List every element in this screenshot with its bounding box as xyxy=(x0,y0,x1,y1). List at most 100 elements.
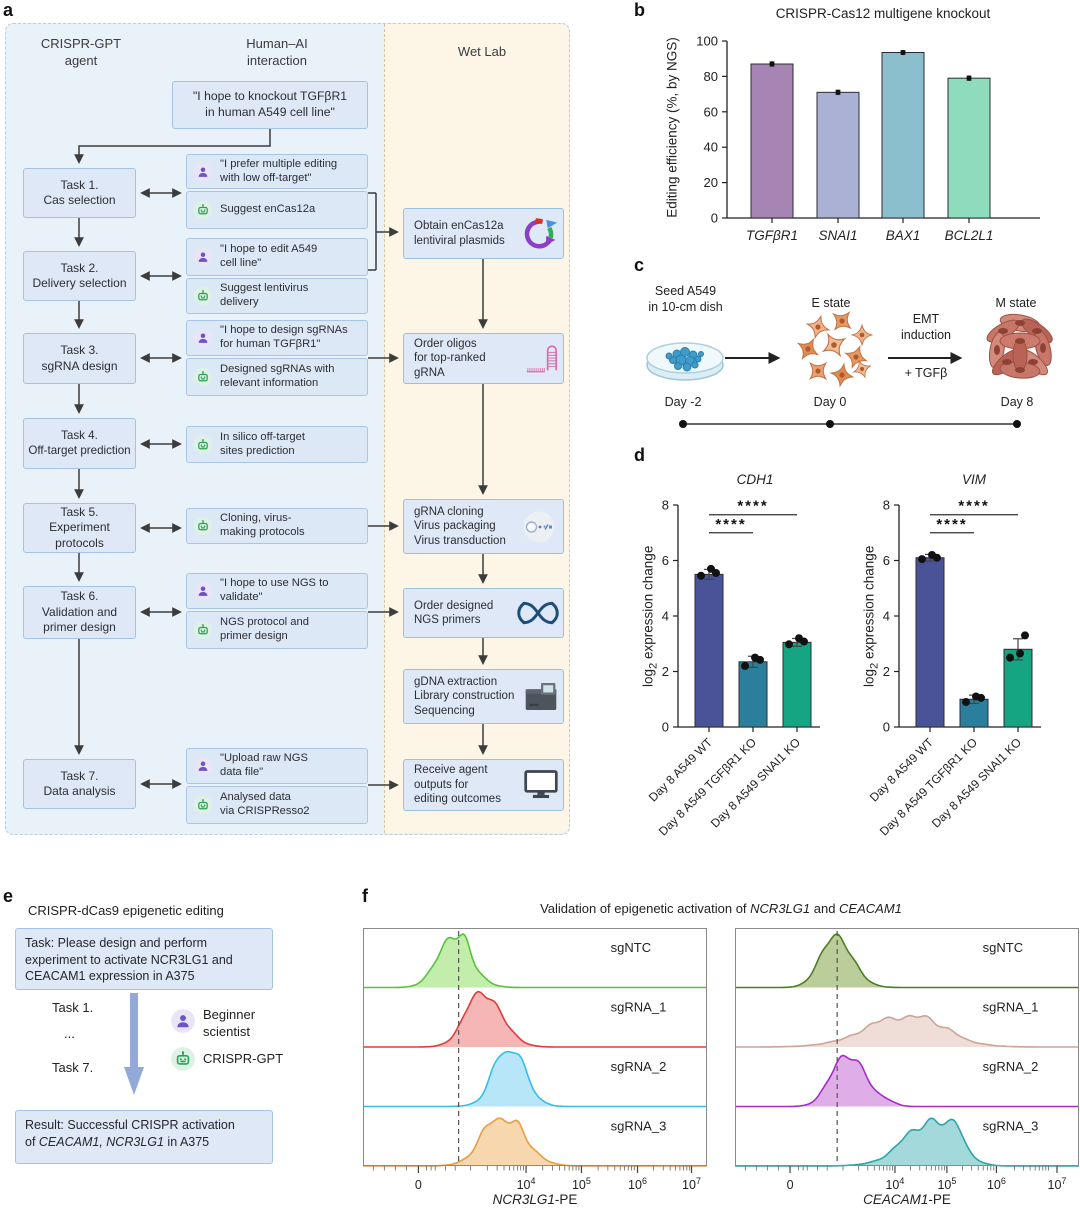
column-header-wetlab: Wet Lab xyxy=(457,44,507,59)
x-axis-label-ceacam1: CEACAM1-PE xyxy=(863,1192,951,1207)
svg-text:0: 0 xyxy=(415,1178,422,1192)
svg-text:Day 8 A549 SNAI1 KO: Day 8 A549 SNAI1 KO xyxy=(929,735,1024,830)
wetlab-box-outputs: Receive agent outputs for editing outcom… xyxy=(403,759,564,811)
dialog-2-agent: Suggest lentivirus delivery xyxy=(186,278,368,314)
svg-text:****: **** xyxy=(936,516,967,533)
svg-text:40: 40 xyxy=(704,140,718,155)
svg-text:****: **** xyxy=(715,516,746,533)
task-1-step: Task 1. xyxy=(52,1000,94,1015)
panel-d-label: d xyxy=(634,445,645,465)
svg-text:TGFβR1: TGFβR1 xyxy=(746,228,798,243)
svg-text:4: 4 xyxy=(662,609,669,624)
dialog-1-agent: Suggest enCas12a xyxy=(186,191,368,229)
wetlab-box-plasmids: Obtain enCas12a lentiviral plasmids xyxy=(403,208,564,259)
grna-hairpin-icon xyxy=(526,344,558,372)
user-icon xyxy=(193,328,213,348)
svg-text:60: 60 xyxy=(704,104,718,119)
svg-text:sgRNA_2: sgRNA_2 xyxy=(611,1059,667,1074)
panel-f-title: Validation of epigenetic activation of N… xyxy=(540,901,902,916)
monitor-icon xyxy=(524,770,558,799)
panel-b-label: b xyxy=(634,0,645,20)
panel-a-flowchart: CRISPR-GPT agent Human–AI interaction We… xyxy=(5,23,570,835)
task-6-box: Task 6. Validation and primer design xyxy=(23,586,136,639)
svg-text:105: 105 xyxy=(937,1176,956,1192)
svg-text:0: 0 xyxy=(787,1178,794,1192)
svg-text:100: 100 xyxy=(696,34,718,49)
sequencer-icon xyxy=(525,683,557,710)
dialog-7-user: "Upload raw NGS data file" xyxy=(186,748,368,784)
crispr-gpt-icon xyxy=(170,1046,196,1072)
panel-e-label: e xyxy=(3,886,14,906)
svg-text:4: 4 xyxy=(883,609,890,624)
dna-icon xyxy=(517,601,559,625)
user-goal-box: "I hope to knockout TGFβR1 in human A549… xyxy=(172,81,368,129)
task-5-box: Task 5. Experiment protocols xyxy=(23,503,136,553)
svg-text:SNAI1: SNAI1 xyxy=(818,228,857,243)
svg-text:106: 106 xyxy=(987,1176,1006,1192)
bar-chart-editing-efficiency: CRISPR-Cas12 multigene knockout Editing … xyxy=(640,4,1080,250)
robot-icon xyxy=(193,435,213,455)
svg-text:104: 104 xyxy=(517,1176,536,1192)
wetlab-box-sequencing: gDNA extraction Library construction Seq… xyxy=(403,669,564,724)
user-icon xyxy=(193,162,213,182)
svg-text:sgRNA_3: sgRNA_3 xyxy=(983,1119,1039,1134)
dialog-7-agent: Analysed data via CRISPResso2 xyxy=(186,786,368,824)
svg-text:80: 80 xyxy=(704,69,718,84)
dialog-6-agent: NGS protocol and primer design xyxy=(186,611,368,649)
task-2-box: Task 2. Delivery selection xyxy=(23,251,136,301)
robot-icon xyxy=(193,367,213,387)
column-header-human-ai: Human–AI interaction xyxy=(246,36,308,68)
svg-text:2: 2 xyxy=(662,664,669,679)
robot-icon xyxy=(193,200,213,220)
task-7-box: Task 7. Data analysis xyxy=(23,759,136,809)
tgfb-label: + TGFβ xyxy=(904,366,948,380)
down-arrow xyxy=(124,993,144,1095)
svg-text:sgRNA_1: sgRNA_1 xyxy=(611,1000,667,1015)
chart-d1-title: CDH1 xyxy=(736,472,774,487)
svg-text:106: 106 xyxy=(628,1176,647,1192)
panel-e-title: CRISPR-dCas9 epigenetic editing xyxy=(28,903,224,918)
day-8-label: Day 8 xyxy=(1000,395,1034,409)
svg-text:2: 2 xyxy=(883,664,890,679)
seed-label: Seed A549 in 10-cm dish xyxy=(648,284,723,315)
dialog-3-user: "I hope to design sgRNAs for human TGFβR… xyxy=(186,320,368,356)
svg-text:****: **** xyxy=(737,498,768,515)
svg-text:107: 107 xyxy=(682,1176,701,1192)
panel-a-label: a xyxy=(3,0,14,20)
wetlab-box-ngs-primers: Order designed NGS primers xyxy=(403,588,564,638)
result-box: Result: Successful CRISPR activation of … xyxy=(15,1110,273,1164)
dialog-2-user: "I hope to edit A549 cell line" xyxy=(186,238,368,276)
panel-c-schematic: Seed A549 in 10-cm dish E state EMT indu… xyxy=(630,255,1080,440)
wetlab-box-oligos: Order oligos for top-ranked gRNA xyxy=(403,333,564,384)
svg-text:sgRNA_2: sgRNA_2 xyxy=(983,1059,1039,1074)
petri-dish-icon xyxy=(646,342,724,381)
e-state-cells-icon xyxy=(792,305,874,389)
user-icon xyxy=(193,247,213,267)
task-3-box: Task 3. sgRNA design xyxy=(23,333,136,384)
task-dots: ... xyxy=(64,1026,75,1041)
chart-d2-title: VIM xyxy=(961,472,986,487)
crispr-gpt-label: CRISPR-GPT xyxy=(203,1051,284,1066)
emt-schematic-graphics xyxy=(646,305,1053,428)
robot-icon xyxy=(193,286,213,306)
dialog-3-agent: Designed sgRNAs with relevant informatio… xyxy=(186,358,368,396)
user-icon xyxy=(193,756,213,776)
day-0-label: Day 0 xyxy=(813,395,847,409)
m-state-label: M state xyxy=(995,296,1037,310)
panel-f-label: f xyxy=(362,886,368,906)
svg-text:sgRNA_1: sgRNA_1 xyxy=(983,1000,1039,1015)
svg-text:sgNTC: sgNTC xyxy=(983,940,1023,955)
plasmid-icon xyxy=(524,217,558,248)
dialog-1-user: "I prefer multiple editing with low off-… xyxy=(186,154,368,189)
task-4-box: Task 4. Off-target prediction xyxy=(23,418,136,469)
svg-text:105: 105 xyxy=(572,1176,591,1192)
robot-icon xyxy=(193,620,213,640)
svg-text:****: **** xyxy=(958,498,989,515)
svg-text:104: 104 xyxy=(885,1176,904,1192)
svg-text:0: 0 xyxy=(711,211,718,226)
svg-text:BAX1: BAX1 xyxy=(886,228,921,243)
task-1-box: Task 1. Cas selection xyxy=(23,168,136,218)
